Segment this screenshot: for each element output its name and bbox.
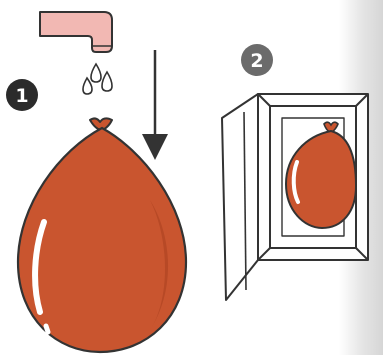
step-1-number: 1 [15,85,28,107]
step-2-number: 2 [250,50,263,72]
step-1-badge: 1 [6,79,38,111]
faucet-icon [40,12,112,52]
balloon-icon [18,118,186,352]
step-2-badge: 2 [241,44,273,76]
water-drop-icon [83,64,112,94]
down-arrow-icon [142,50,168,160]
